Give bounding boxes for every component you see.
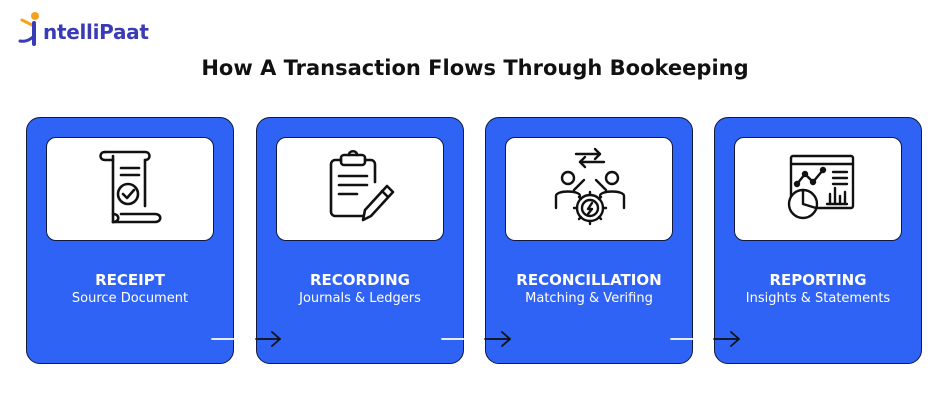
receipt-scroll-icon <box>99 150 162 224</box>
icon-panel <box>505 137 673 241</box>
step-heading: RECORDING <box>309 271 410 289</box>
step-card-reporting: REPORTING Insights & Statements <box>714 117 922 364</box>
arrow-right-icon <box>441 331 511 347</box>
step-card-recording: RECORDING Journals & Ledgers <box>256 117 464 364</box>
intellipaat-logo: ntelliPaat <box>16 10 156 50</box>
step-heading: RECONCILLATION <box>516 271 662 289</box>
logo-wordmark: ntelliPaat <box>43 20 149 44</box>
icon-panel <box>734 137 902 241</box>
icon-panel <box>276 137 444 241</box>
clipboard-pencil-icon <box>329 149 395 222</box>
page-title: How A Transaction Flows Through Bookeepi… <box>201 56 749 80</box>
step-heading: RECEIPT <box>95 271 165 289</box>
logo-figure-icon <box>18 12 39 46</box>
step-heading: REPORTING <box>769 271 867 289</box>
arrow-right-icon <box>211 331 281 347</box>
step-subtitle: Source Document <box>71 291 189 306</box>
icon-panel <box>46 137 214 241</box>
report-charts-icon <box>787 154 855 220</box>
step-subtitle: Journals & Ledgers <box>299 291 421 306</box>
step-card-reconcillation: RECONCILLATION Matching & Verifing <box>485 117 693 364</box>
step-card-receipt: RECEIPT Source Document <box>26 117 234 364</box>
step-subtitle: Matching & Verifing <box>525 291 653 306</box>
step-subtitle: Insights & Statements <box>745 291 891 306</box>
people-gear-exchange-icon <box>554 147 626 226</box>
arrow-right-icon <box>670 331 740 347</box>
